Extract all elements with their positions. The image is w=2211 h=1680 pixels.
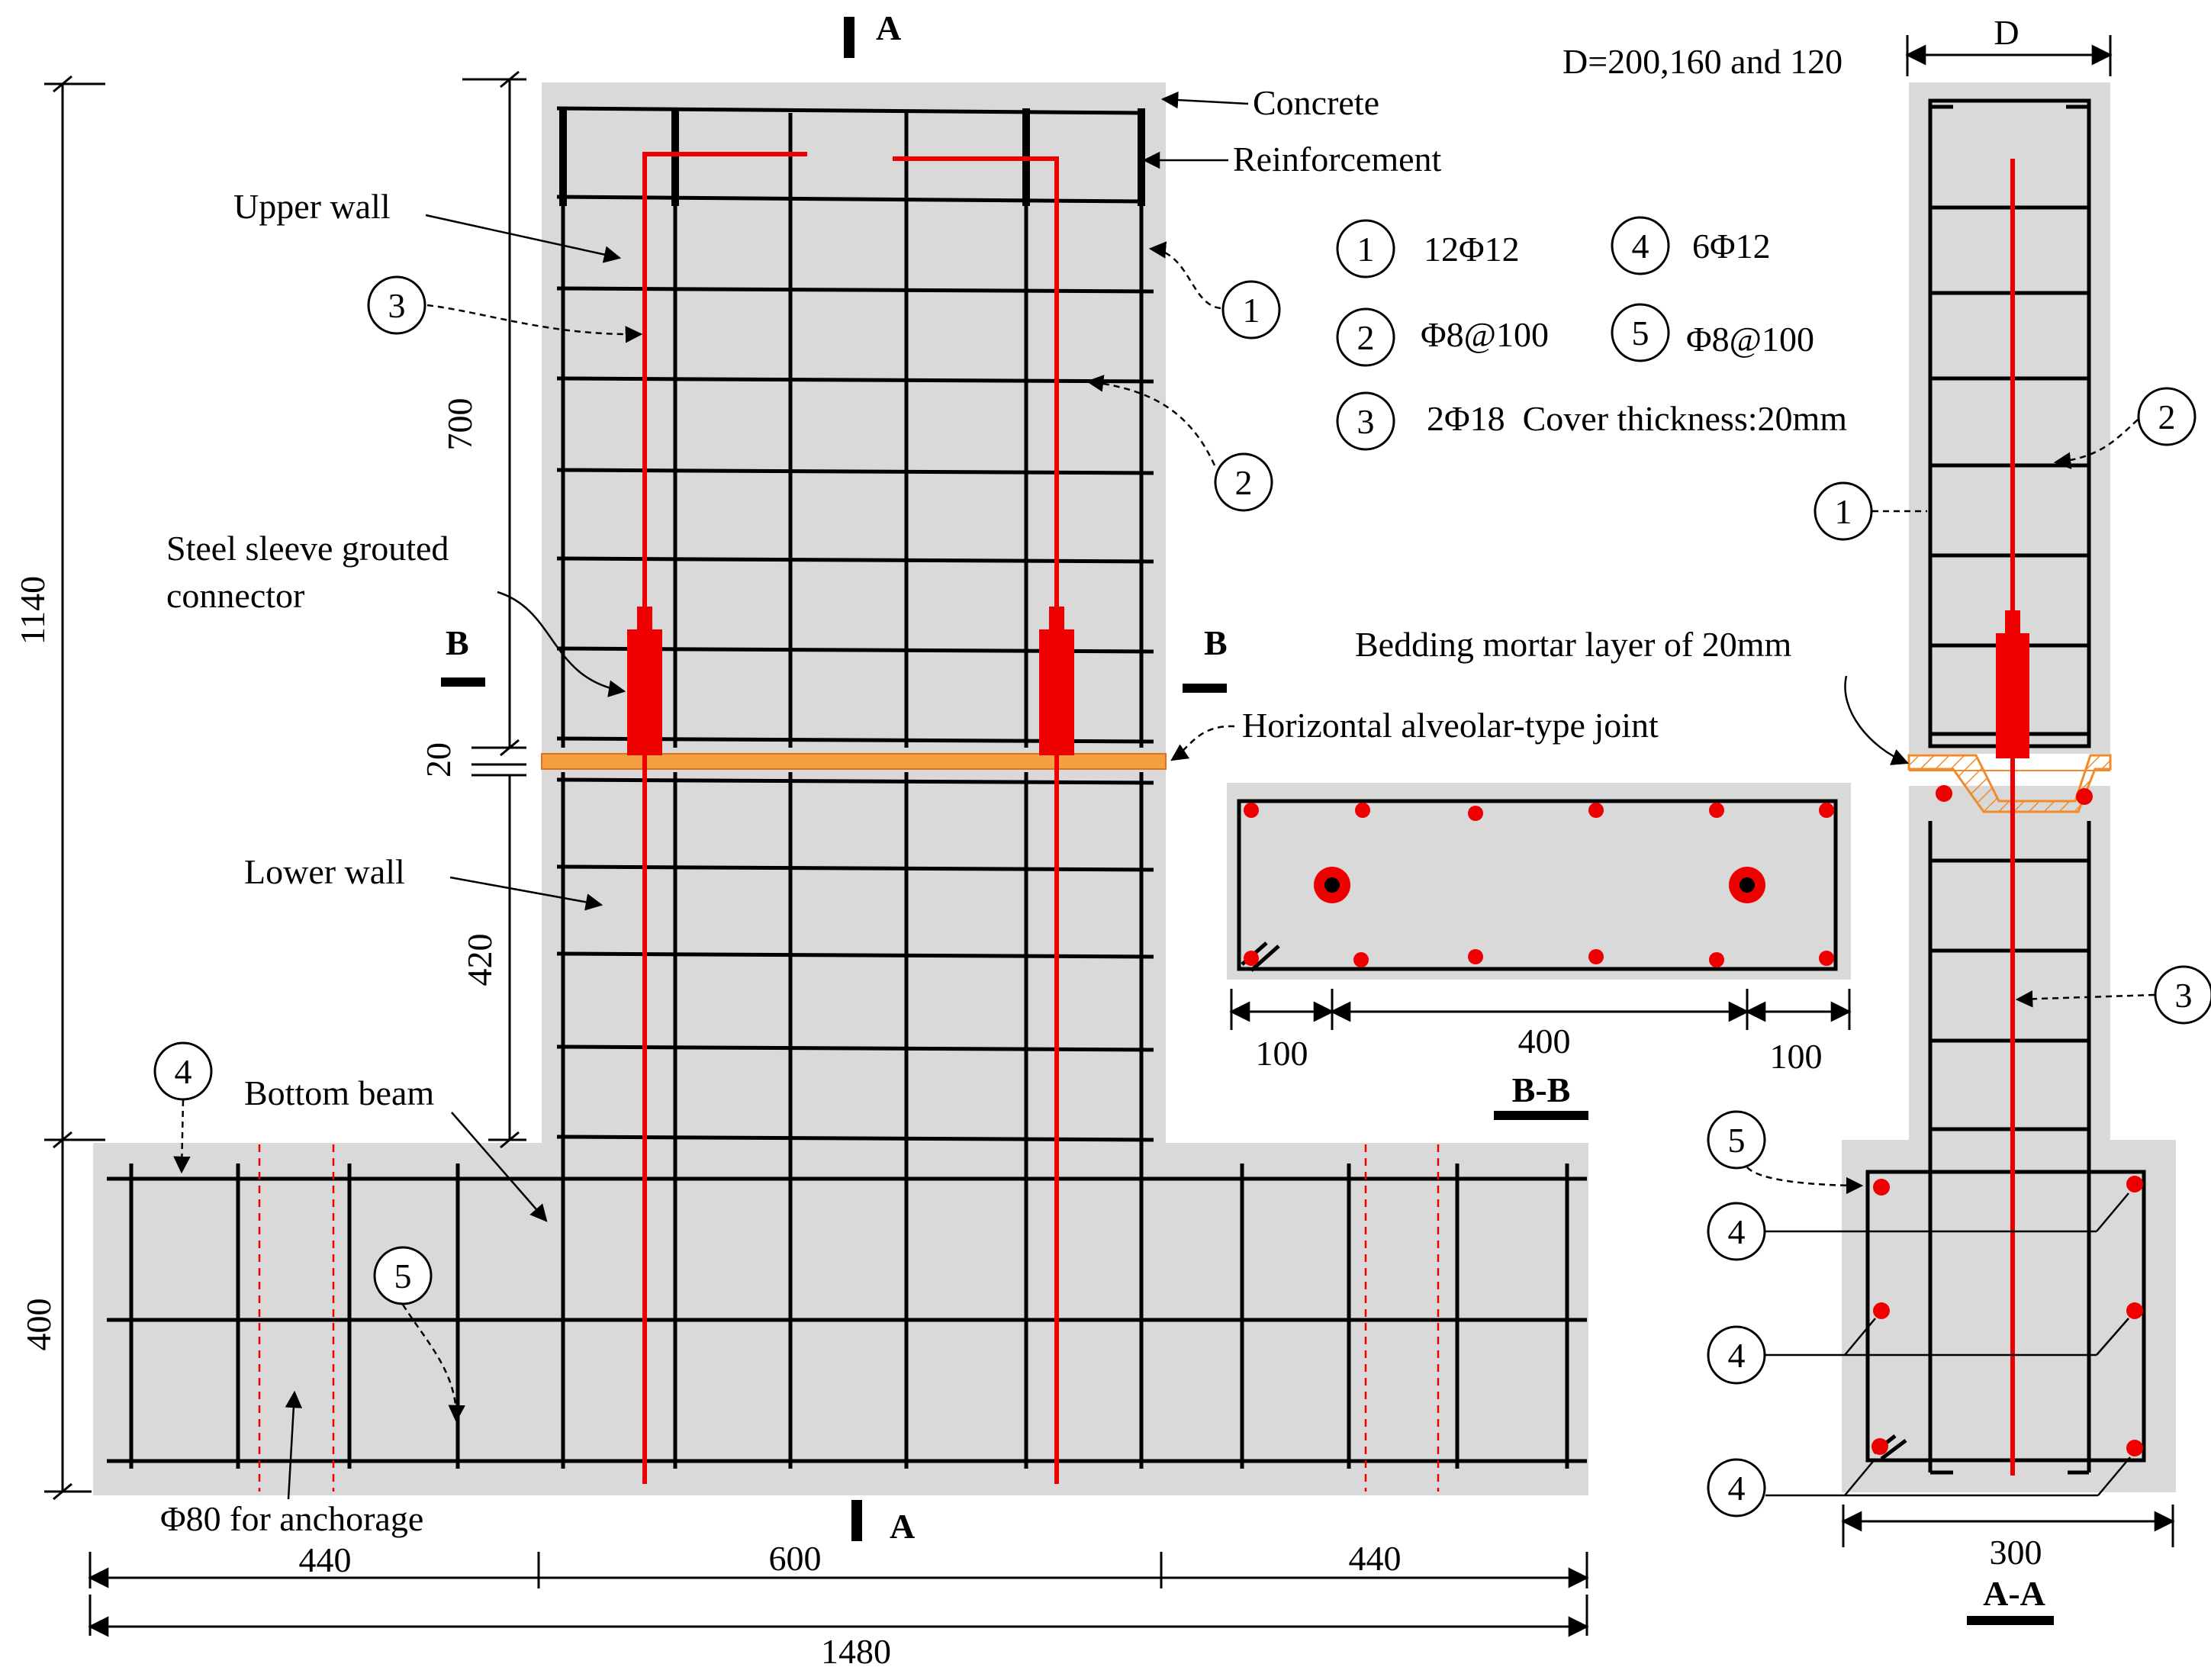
lower-vertical-bars: [561, 772, 1144, 1469]
marker-4a-aa: 4: [1728, 1212, 1746, 1251]
svg-text:3: 3: [1357, 402, 1375, 441]
section-a-top-label: A: [876, 8, 901, 47]
section-bb-title: B-B: [1512, 1070, 1571, 1109]
bb-dim-left: 100: [1256, 1034, 1308, 1073]
section-b-right-label: B: [1204, 623, 1228, 662]
section-b-left-label: B: [446, 623, 469, 662]
dim-left-span: 440: [299, 1540, 352, 1579]
section-aa-title: A-A: [1983, 1574, 2045, 1613]
aa-sleeve: [1996, 633, 2029, 758]
upper-horizontal-bars: [556, 106, 1154, 744]
sleeve-label-line2: connector: [166, 576, 304, 615]
svg-text:5: 5: [394, 1257, 412, 1295]
dim-total-width: 1480: [821, 1632, 891, 1671]
legend-text-5: Φ8@100: [1686, 320, 1814, 359]
section-a-bottom-label: A: [890, 1507, 915, 1546]
bottom-beam-label: Bottom beam: [244, 1073, 434, 1112]
svg-text:2: 2: [1235, 463, 1253, 502]
legend-text-3: 2Φ18 Cover thickness:20mm: [1427, 399, 1847, 438]
bedding-label: Bedding mortar layer of 20mm: [1355, 625, 1792, 664]
marker-4-elev: [153, 1041, 213, 1101]
section-aa: D=200,160 and 120 D: [1355, 13, 2211, 1625]
marker-4c-aa: 4: [1728, 1469, 1746, 1508]
concrete-label: Concrete: [1253, 83, 1379, 122]
sleeve-connector-right: [1039, 629, 1074, 755]
svg-text:1: 1: [1357, 230, 1375, 269]
lower-horizontal-bars: [556, 777, 1154, 1142]
marker-2-elev: [1214, 452, 1273, 512]
horizontal-dimensions: 440 600 440 1480: [88, 1539, 1589, 1671]
reinforcement-label: Reinforcement: [1233, 140, 1442, 179]
d-values-label: D=200,160 and 120: [1563, 42, 1842, 81]
svg-text:3: 3: [388, 286, 406, 325]
dim-joint-height: 20: [419, 742, 458, 777]
dim-mid-span: 600: [769, 1539, 822, 1578]
dim-beam-height: 400: [19, 1299, 58, 1351]
anchorage-label: Φ80 for anchorage: [160, 1499, 423, 1538]
legend-text-4: 6Φ12: [1692, 227, 1771, 266]
connector-bars: [627, 152, 1074, 1484]
dim-right-span: 440: [1349, 1539, 1402, 1578]
svg-text:4: 4: [175, 1052, 192, 1091]
svg-text:5: 5: [1632, 314, 1649, 352]
dim-upper-height: 700: [440, 398, 479, 451]
d-symbol: D: [1994, 13, 2019, 52]
svg-text:2: 2: [1357, 318, 1375, 357]
svg-text:4: 4: [1632, 227, 1649, 266]
marker-2-aa: 2: [2158, 397, 2176, 436]
marker-4b-aa: 4: [1728, 1336, 1746, 1375]
aa-dim-width: 300: [1990, 1533, 2042, 1572]
sleeve-connector-left: [627, 629, 662, 755]
lower-wall-label: Lower wall: [244, 852, 405, 891]
marker-5-elev: [373, 1246, 433, 1305]
elevation-view: A A B B Concrete Reinforcement Upper wal…: [13, 8, 1659, 1671]
upper-wall-label: Upper wall: [233, 187, 391, 226]
marker-1-aa: 1: [1835, 492, 1852, 531]
vertical-dimensions: 1140 400 700 20 420: [13, 70, 526, 1501]
legend: 1 12Φ12 2 Φ8@100 3 2Φ18 Cover thickness:…: [1336, 216, 1847, 451]
wall-concrete: [542, 82, 1166, 1143]
marker-3-aa: 3: [2175, 976, 2193, 1015]
marker-5-aa: 5: [1728, 1121, 1746, 1160]
marker-1-elev: [1221, 280, 1281, 340]
section-bb: 100 400 100 B-B: [1227, 783, 1852, 1120]
dim-total-height: 1140: [13, 576, 52, 645]
joint-label: Horizontal alveolar-type joint: [1242, 706, 1659, 745]
horizontal-joint: [541, 753, 1167, 770]
dim-lower-height: 420: [460, 934, 499, 986]
bb-dim-right: 100: [1770, 1037, 1823, 1076]
svg-text:1: 1: [1243, 291, 1260, 330]
legend-text-2: Φ8@100: [1421, 315, 1549, 354]
sleeve-label-line1: Steel sleeve grouted: [166, 529, 449, 568]
marker-3-elev: [367, 275, 426, 335]
bb-dim-mid: 400: [1518, 1022, 1571, 1060]
legend-text-1: 12Φ12: [1424, 230, 1520, 269]
